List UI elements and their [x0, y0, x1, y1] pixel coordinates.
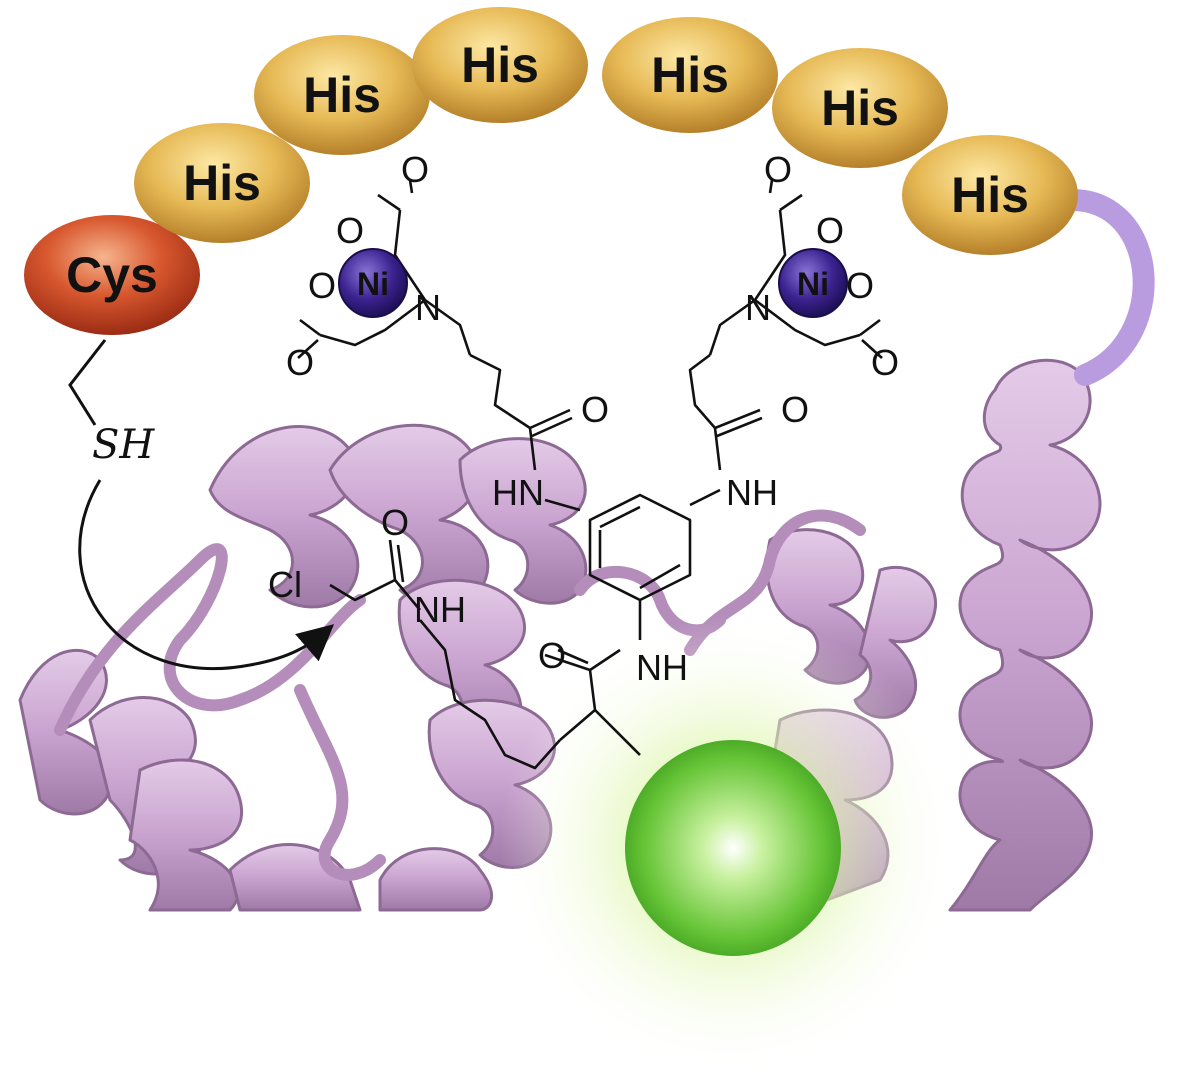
loop-mid [294, 684, 386, 881]
helix-top-left [208, 425, 360, 609]
bead-label: His [821, 80, 899, 136]
bond-24 [689, 488, 721, 507]
atom-label-16: O [538, 635, 566, 676]
bond-27 [639, 563, 681, 590]
bond-15 [768, 179, 774, 194]
nickel-ion-1: Ni [338, 248, 408, 318]
helix-top-mid [328, 423, 490, 609]
bead-label: His [183, 155, 261, 211]
bond-14 [779, 193, 803, 212]
atom-label-6: O [581, 389, 609, 430]
bond-33 [419, 619, 561, 770]
atom-label-15: NH [636, 647, 688, 688]
bond-23 [713, 427, 722, 471]
bond-4 [319, 298, 426, 347]
helix-left-3 [128, 758, 244, 912]
cysteine-thiol: SH [68, 339, 335, 671]
atom-label-12: N [745, 287, 771, 328]
bond-6 [297, 339, 319, 359]
atom-label-7: HN [492, 472, 544, 513]
bond-3 [408, 179, 414, 194]
nickel-sphere [778, 248, 848, 318]
atom-label-18: Cl [268, 564, 302, 605]
bond-2 [377, 193, 401, 212]
bond-11 [528, 427, 537, 471]
bead-label: His [951, 167, 1029, 223]
atom-label-14: NH [726, 472, 778, 513]
bond-31 [557, 648, 589, 665]
bond-22 [716, 416, 763, 438]
bead-shape [602, 17, 778, 133]
bond-38 [329, 578, 396, 602]
bead-label: His [303, 67, 381, 123]
nickel-ion-2: Ni [778, 248, 848, 318]
nickel-label: Ni [797, 266, 829, 302]
loop-left [54, 543, 366, 736]
bond-9 [529, 408, 571, 430]
helix-long-right [948, 358, 1102, 912]
nickel-sphere [338, 248, 408, 318]
atom-label-5: N [415, 287, 441, 328]
bond-34 [594, 709, 641, 756]
thiol-bond [68, 339, 107, 426]
bond-12 [544, 498, 581, 512]
atom-label-2: O [336, 210, 364, 251]
bond-17 [859, 318, 881, 337]
bond-25 [588, 493, 692, 602]
atom-label-11: O [871, 342, 899, 383]
bead-histidine-6: His [772, 48, 948, 168]
bead-label: His [461, 37, 539, 93]
ni-nta-probe-structure [297, 179, 883, 770]
atom-label-10: O [846, 265, 874, 306]
bead-shape [24, 215, 200, 335]
bead-label: Cys [66, 247, 158, 303]
atom-label-3: O [308, 265, 336, 306]
bead-shape [254, 35, 430, 155]
atom-label-8: O [764, 149, 792, 190]
atom-label-1: O [401, 149, 429, 190]
thiol-label: SH [92, 422, 155, 468]
bead-histidine-2: His [134, 123, 310, 243]
fluorophore [500, 615, 960, 1075]
bond-18 [861, 339, 883, 359]
atom-label-9: O [816, 210, 844, 251]
bond-35 [394, 579, 421, 611]
bond-26 [599, 505, 641, 529]
bond-19 [708, 298, 756, 356]
bond-16 [754, 298, 861, 347]
bead-histidine-5: His [602, 17, 778, 133]
bond-5 [299, 318, 321, 337]
atom-label-13: O [781, 389, 809, 430]
bead-shape [412, 7, 588, 123]
bead-shape [772, 48, 948, 168]
bond-36 [388, 539, 397, 581]
bond-21 [714, 408, 761, 430]
bead-shape [902, 135, 1078, 255]
bond-7 [424, 298, 472, 356]
bond-37 [396, 544, 405, 583]
bead-label: His [651, 47, 729, 103]
nickel-label: Ni [357, 266, 389, 302]
bead-cysteine-1: Cys [24, 215, 200, 335]
bond-20 [688, 353, 716, 429]
bond-13 [753, 209, 787, 301]
atom-label-17: O [381, 502, 409, 543]
linker-tail [1061, 189, 1155, 386]
bond-8 [469, 353, 531, 430]
bead-histidine-4: His [412, 7, 588, 123]
helix-bottom-mid [378, 847, 493, 912]
bead-histidine-7: His [902, 135, 1078, 255]
bead-shape [134, 123, 310, 243]
atom-label-4: O [286, 342, 314, 383]
bond-1 [393, 209, 427, 301]
bead-histidine-3: His [254, 35, 430, 155]
reaction-arrow [78, 479, 335, 671]
atom-label-19: NH [414, 589, 466, 630]
bond-10 [531, 416, 573, 438]
fluorophore-sphere [625, 740, 841, 956]
